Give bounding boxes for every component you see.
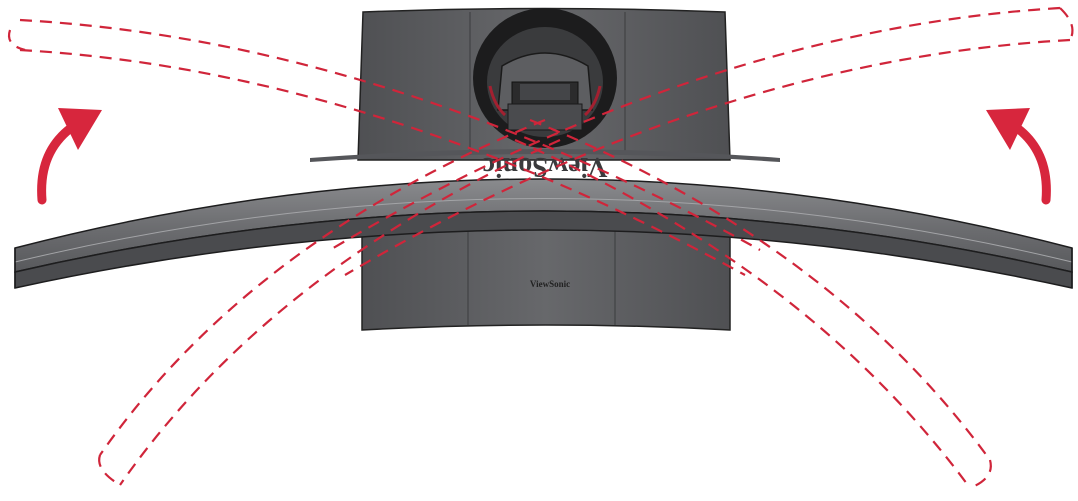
- curved-monitor: [14, 149, 1073, 289]
- stand-mount: [473, 8, 617, 148]
- stand-lower: [361, 224, 731, 331]
- swivel-outline-lower-right: [514, 118, 992, 490]
- swivel-outline-right: [329, 6, 1074, 276]
- swivel-outline-left: [7, 18, 761, 276]
- curved-arrow-up-left-icon: [986, 108, 1051, 205]
- front-logo: ViewSonic: [530, 279, 570, 289]
- curved-arrow-up-right-icon: [37, 108, 102, 205]
- swivel-outline-lower-left: [98, 118, 561, 486]
